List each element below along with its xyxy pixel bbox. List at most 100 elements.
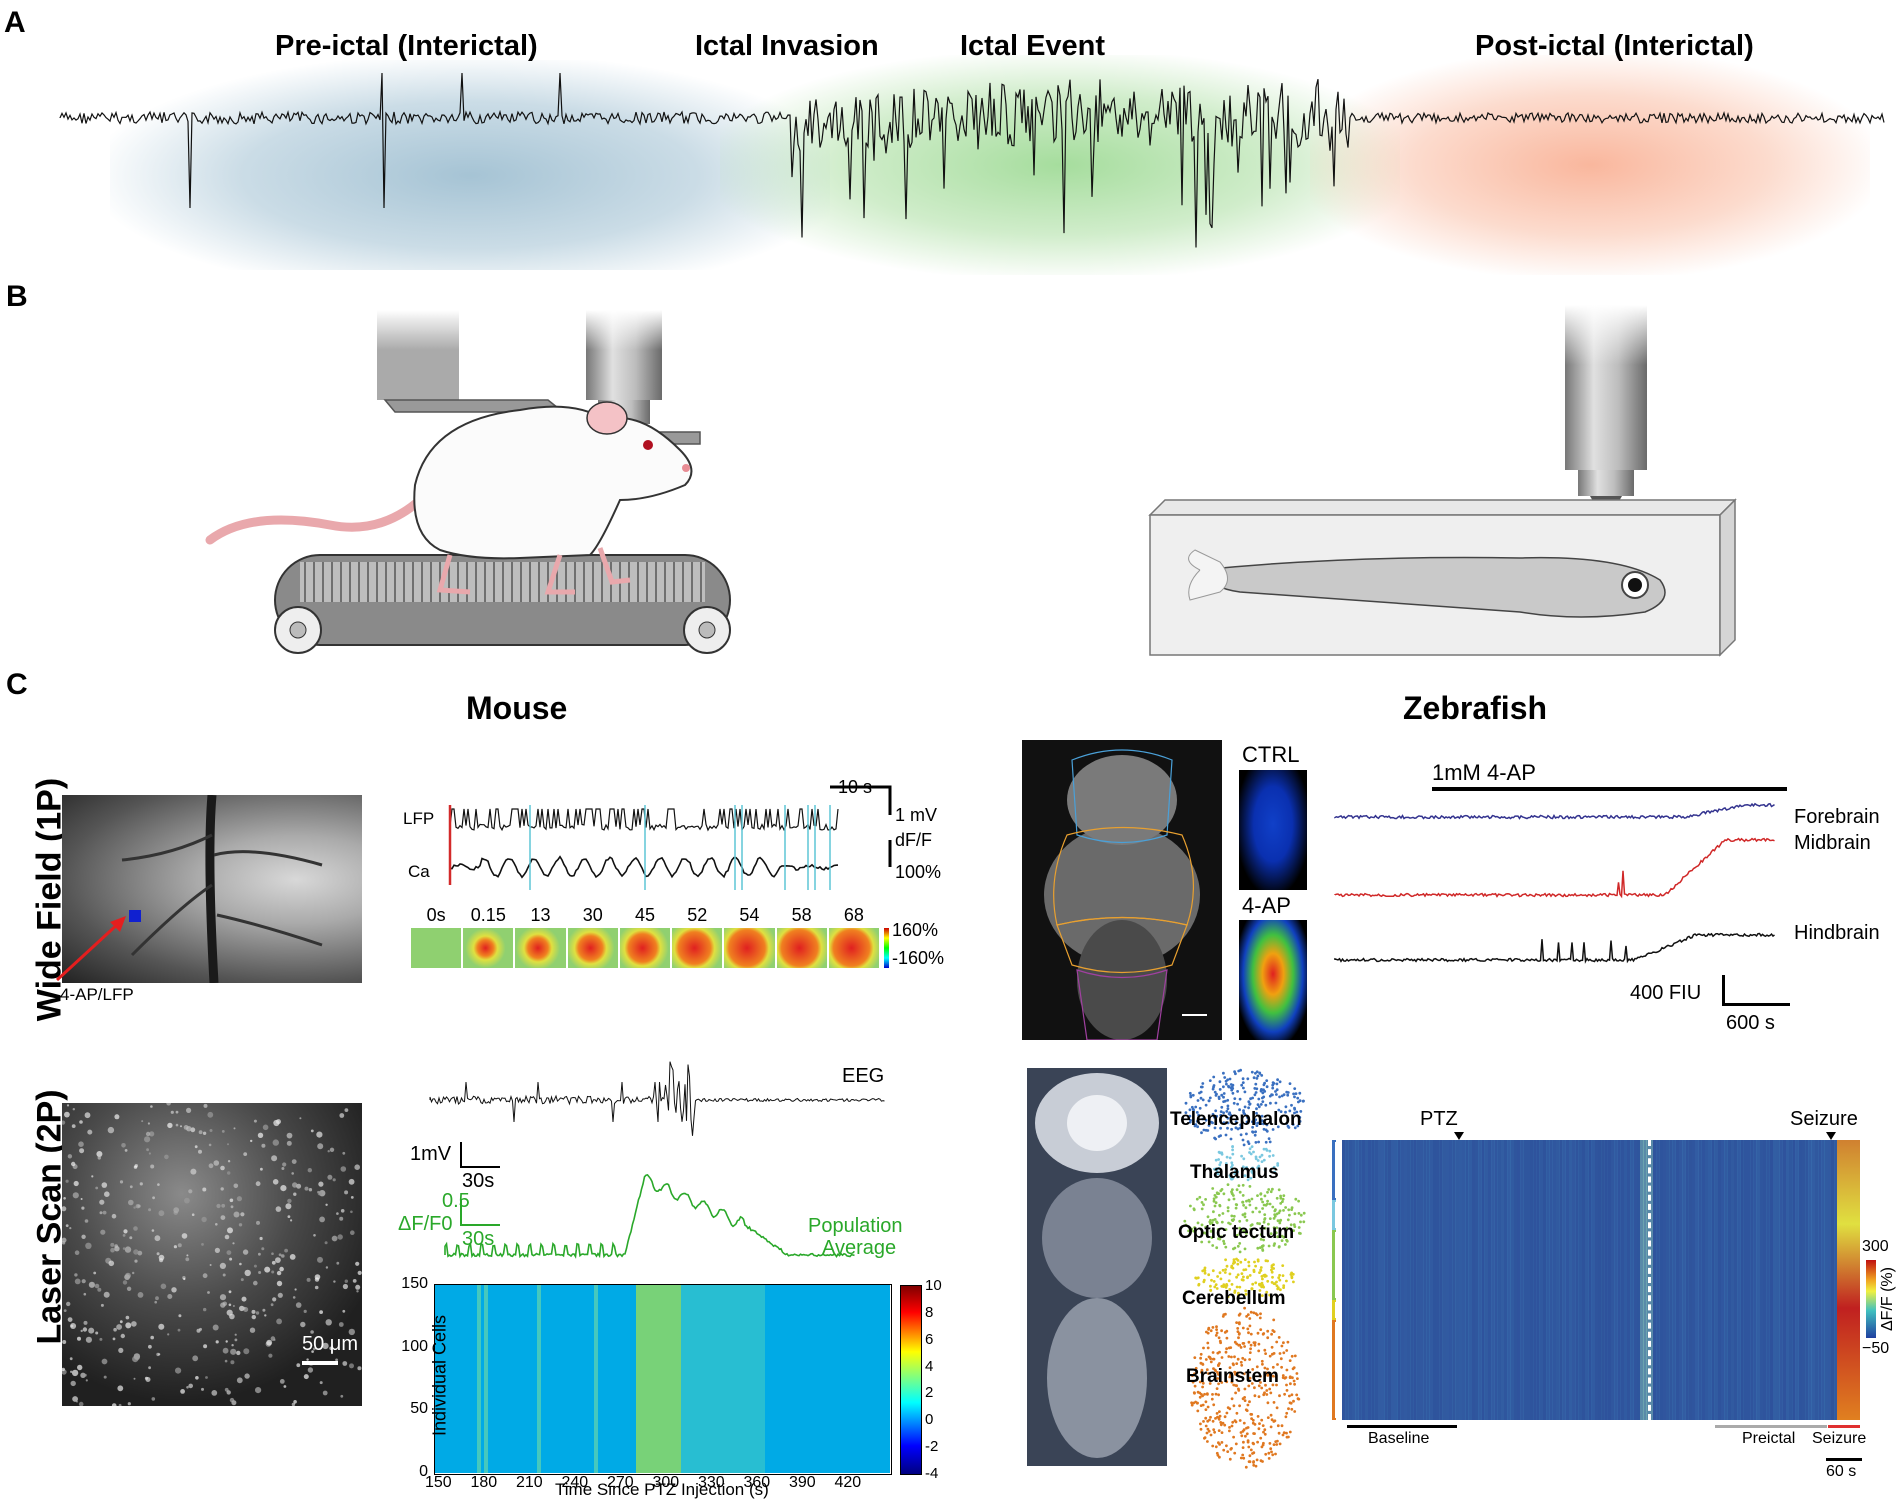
frame-time-7: 58 (791, 905, 812, 925)
colorbar-tick-4: 2 (925, 1384, 934, 1402)
preictal-bar (1715, 1425, 1827, 1428)
scalebar-label: 50 μm (302, 1333, 358, 1355)
heatmap-ytick-2: 100 (401, 1337, 428, 1355)
heatmap-ytick-1: 50 (410, 1400, 428, 1418)
scale-dff-label-2p: ΔF/F0 (398, 1213, 453, 1235)
scale-dff-val: 0.5 (442, 1190, 470, 1212)
frame-0 (411, 928, 462, 968)
trace-label-midbrain: Midbrain (1794, 832, 1871, 854)
colorbar-tick-2: 6 (925, 1330, 934, 1348)
drug-label: 1mM 4-AP (1432, 760, 1536, 785)
ca-trace (449, 855, 839, 879)
frame-2 (515, 928, 566, 968)
region-label-cerebellum: Cerebellum (1182, 1288, 1286, 1309)
head-holder-arm (375, 310, 701, 445)
heatmap-axis-frame (434, 1284, 892, 1475)
zebrafish-setup-illustration (1148, 305, 1737, 657)
frame-time-2: 13 (530, 905, 551, 925)
mouse-setup-illustration (205, 310, 731, 654)
treadmill (274, 554, 731, 654)
heatmap-xtick-6: 330 (698, 1474, 725, 1491)
scale-fiu-bar (1722, 975, 1725, 1005)
phase-label-postictal: Post-ictal (Interictal) (1475, 30, 1754, 62)
seizure-bar (1828, 1425, 1860, 1428)
eeg-trace (429, 1061, 885, 1136)
frame-time-3: 30 (582, 905, 603, 925)
scale-s-bar (1722, 1003, 1790, 1006)
frame-time-6: 54 (739, 905, 760, 925)
frame-time-5: 52 (687, 905, 708, 925)
frame-1 (463, 928, 514, 968)
zebrafish-region-map (1183, 1068, 1306, 1469)
scale-dff-bar (460, 1200, 462, 1225)
scale-30s-label: 30s (462, 1170, 495, 1192)
mouse-title: Mouse (466, 690, 568, 726)
scale-60s-label: 60 s (1826, 1463, 1857, 1480)
lfp-label: LFP (403, 809, 435, 828)
frame-time-4: 45 (634, 905, 655, 925)
heatmap-xtick-3: 240 (561, 1474, 589, 1491)
heatmap-xtick-0: 150 (425, 1474, 452, 1491)
heatmap-xtick-5: 300 (652, 1474, 680, 1491)
panel-letter-b: B (6, 280, 28, 313)
site-label: 4-AP/LFP (60, 985, 134, 1004)
scale-1mv-bar (460, 1142, 462, 1167)
colorbar-tick-1: 8 (925, 1303, 934, 1321)
zf-colorbar-label: ΔF/F (%) (1879, 1267, 1896, 1332)
colorbar-tick-0: 10 (925, 1277, 942, 1294)
region-label-brainstem: Brainstem (1186, 1366, 1279, 1387)
zebrafish-title: Zebrafish (1403, 690, 1548, 726)
lfp-ca-traces (448, 785, 892, 890)
heatmap-xtick-7: 360 (743, 1474, 771, 1491)
population-trace-line (444, 1174, 855, 1259)
mouse-widefield-image (62, 795, 362, 983)
lfp-trace (449, 808, 839, 832)
drug-bar (1432, 787, 1787, 791)
zebrafish-heatmap (1342, 1140, 1860, 1420)
frame-colorbar-max: 160% (892, 920, 939, 940)
heatmap-ytick-3: 150 (401, 1275, 428, 1292)
eeg-trace-line (429, 1061, 885, 1136)
postictal-glow (1310, 55, 1870, 275)
frame-3 (567, 928, 618, 968)
trace-midbrain (1334, 837, 1775, 899)
region-label-optic-tectum: Optic tectum (1178, 1222, 1295, 1243)
mouse-cell-heatmap (435, 1285, 890, 1473)
mouse-body (205, 401, 693, 595)
scale-1mv-label: 1mV (410, 1143, 452, 1165)
site-arrow (55, 916, 126, 982)
recording-site-marker (129, 910, 141, 922)
ctrl-brain-image (1239, 770, 1307, 890)
frame-6 (724, 928, 775, 968)
region-label-telencephalon: Telencephalon (1170, 1109, 1302, 1130)
heatmap-xtick-4: 270 (607, 1474, 634, 1491)
scale-dff-label: dF/F (895, 830, 933, 850)
zebrafish-objective (1562, 305, 1650, 526)
heatmap-colorbar (900, 1285, 922, 1475)
seizure-trace (59, 72, 1885, 248)
pop-label-2: Average (822, 1237, 897, 1259)
seizure-marker (1826, 1132, 1836, 1140)
scale-fiu-label: 400 FIU (1630, 982, 1702, 1004)
ctrl-label: CTRL (1242, 742, 1300, 767)
frame-8 (828, 928, 879, 968)
eeg-label: EEG (842, 1065, 885, 1087)
zf-colorbar-max: 300 (1862, 1238, 1889, 1255)
colorbar-tick-6: -2 (925, 1438, 939, 1456)
heatmap-xtick-2: 210 (516, 1474, 543, 1491)
ptz-marker (1454, 1132, 1464, 1140)
preictal-label: Preictal (1742, 1430, 1796, 1447)
zebrafish-brain-widefield (1022, 740, 1222, 1040)
seizure-trace-line (59, 72, 1885, 248)
frame-time-8: 68 (843, 905, 864, 925)
scale-30s-bar-2 (460, 1224, 500, 1226)
baseline-bar (1347, 1425, 1457, 1428)
heatmap-xtick-9: 420 (834, 1474, 862, 1491)
pop-label-1: Population (808, 1215, 903, 1237)
heatmap-xlabel: Time Since PTZ Injection (s) (555, 1480, 769, 1499)
trace-label-hindbrain: Hindbrain (1794, 922, 1880, 944)
zebrafish-larva (1188, 549, 1666, 618)
phase-label-ictal-event: Ictal Event (960, 30, 1106, 62)
phase-label-ictal-invasion: Ictal Invasion (695, 30, 879, 62)
